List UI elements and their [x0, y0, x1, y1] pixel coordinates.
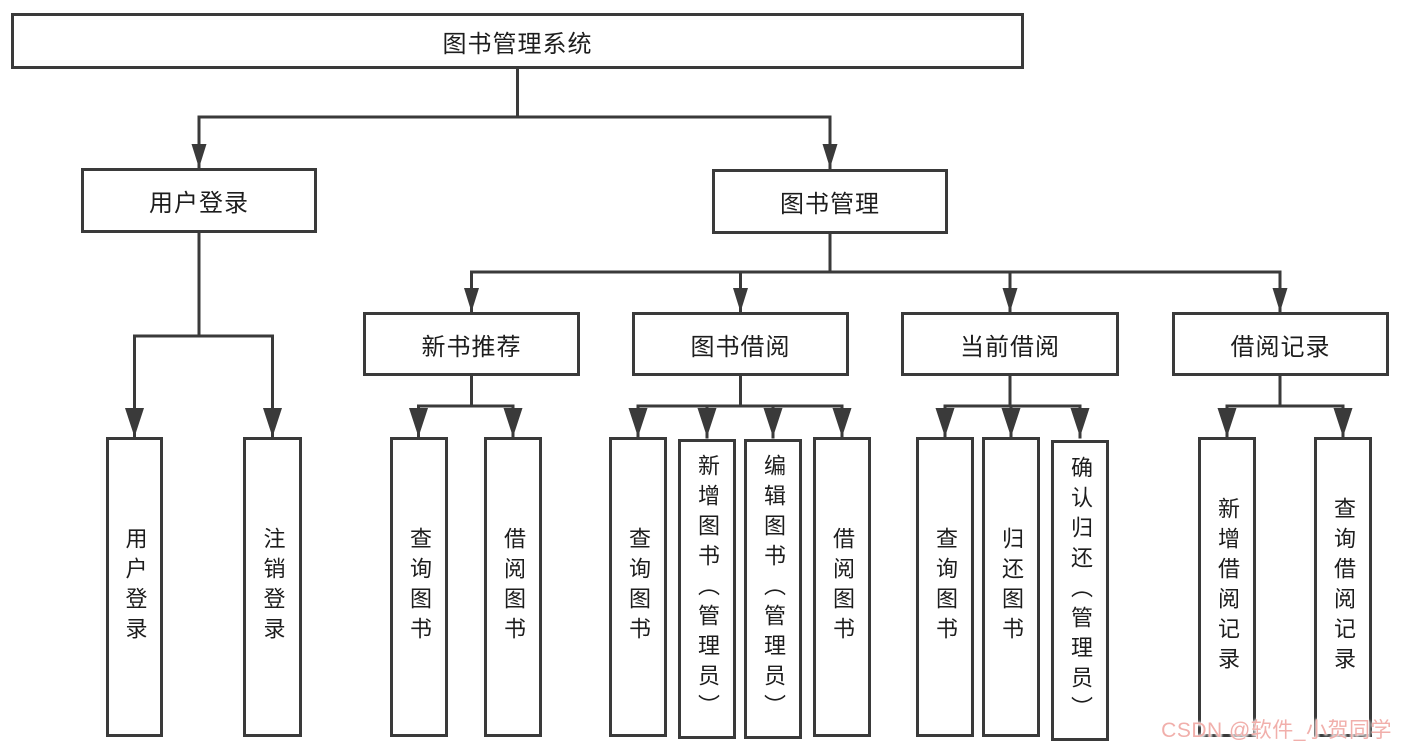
- node-user-login: 用户登录: [81, 168, 317, 233]
- leaf-query-borrow-record: 查询借阅记录: [1314, 437, 1372, 737]
- leaf-confirm-return-admin: 确认归还（管理员）: [1051, 440, 1109, 741]
- node-book-management: 图书管理: [712, 169, 948, 234]
- leaf-add-book-admin: 新增图书（管理员）: [678, 439, 736, 739]
- leaf-add-borrow-record: 新增借阅记录: [1198, 437, 1256, 737]
- leaf-borrow-books-recommend: 借阅图书: [484, 437, 542, 737]
- node-library-management-system: 图书管理系统: [11, 13, 1024, 69]
- node-book-borrowing: 图书借阅: [632, 312, 849, 376]
- csdn-watermark: CSDN @软件_小贺同学: [1161, 719, 1392, 742]
- leaf-return-books: 归还图书: [982, 437, 1040, 737]
- leaf-borrow-books: 借阅图书: [813, 437, 871, 737]
- leaf-query-books-recommend: 查询图书: [390, 437, 448, 737]
- node-new-book-recommend: 新书推荐: [363, 312, 580, 376]
- leaf-edit-book-admin: 编辑图书（管理员）: [744, 439, 802, 739]
- leaf-user-login: 用户登录: [106, 437, 163, 737]
- leaf-query-books-current: 查询图书: [916, 437, 974, 737]
- leaf-query-books-borrowing: 查询图书: [609, 437, 667, 737]
- node-borrowing-records: 借阅记录: [1172, 312, 1389, 376]
- node-current-borrowing: 当前借阅: [901, 312, 1119, 376]
- leaf-logout: 注销登录: [243, 437, 302, 737]
